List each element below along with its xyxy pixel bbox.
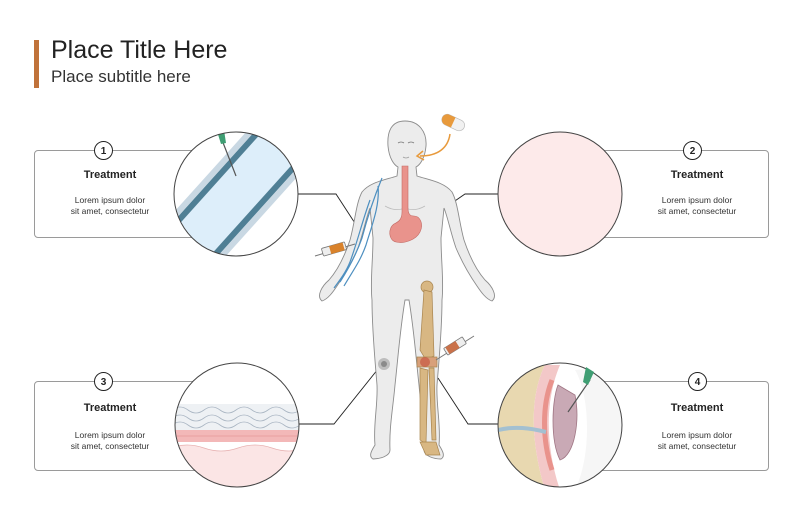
card-text-line2: sit amet, consectetur bbox=[70, 206, 150, 216]
digestive-tract bbox=[389, 165, 422, 243]
leg-bones bbox=[416, 280, 441, 456]
illustration-blood-vessel bbox=[173, 131, 299, 257]
step-badge-1: 1 bbox=[94, 141, 113, 160]
syringe-knee-icon bbox=[435, 335, 475, 361]
human-body bbox=[319, 120, 495, 460]
card-text-line2: sit amet, consectetur bbox=[657, 441, 737, 451]
illustration-joint-injection bbox=[497, 362, 623, 488]
title-accent-bar bbox=[34, 40, 39, 88]
card-title: Treatment bbox=[670, 402, 724, 414]
pill-arrow-icon bbox=[419, 133, 451, 157]
card-text-line1: Lorem ipsum dolor bbox=[74, 430, 146, 440]
connector-4 bbox=[437, 377, 500, 425]
page-title: Place Title Here bbox=[51, 36, 228, 64]
card-title: Treatment bbox=[83, 402, 137, 414]
arm-veins bbox=[333, 177, 383, 289]
card-text-line1: Lorem ipsum dolor bbox=[661, 195, 733, 205]
card-text-line2: sit amet, consectetur bbox=[70, 441, 150, 451]
illustration-skin-layers bbox=[174, 362, 300, 488]
syringe-arm-icon bbox=[314, 241, 356, 257]
joint-highlight bbox=[420, 357, 430, 367]
step-badge-3: 3 bbox=[94, 372, 113, 391]
card-text-line1: Lorem ipsum dolor bbox=[74, 195, 146, 205]
pill-icon bbox=[441, 113, 465, 132]
step-badge-4: 4 bbox=[688, 372, 707, 391]
card-text-line2: sit amet, consectetur bbox=[657, 206, 737, 216]
card-title: Treatment bbox=[83, 169, 137, 181]
card-title: Treatment bbox=[670, 169, 724, 181]
card-text-line1: Lorem ipsum dolor bbox=[661, 430, 733, 440]
page-subtitle: Place subtitle here bbox=[51, 67, 191, 86]
illustration-stomach bbox=[497, 131, 623, 257]
connector-3 bbox=[298, 363, 383, 425]
step-badge-2: 2 bbox=[683, 141, 702, 160]
connector-1 bbox=[296, 193, 363, 235]
